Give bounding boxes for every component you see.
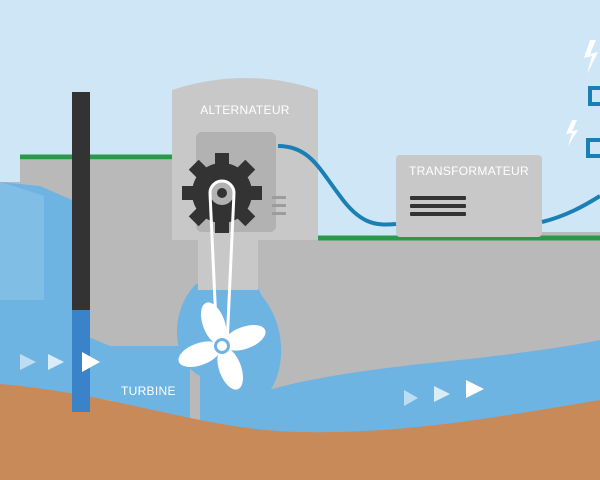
reservoir-light <box>0 182 44 300</box>
cable-alternator-transformer <box>277 144 397 227</box>
cable-transformer-pylon <box>541 194 600 224</box>
gear-icon <box>182 153 262 233</box>
shaft-housing <box>198 240 258 290</box>
alternator-label: ALTERNATEUR <box>200 103 290 117</box>
intake-gate-water-section <box>72 310 90 412</box>
propeller-icon <box>178 302 266 390</box>
transformer-label: TRANSFORMATEUR <box>409 164 529 178</box>
lightning-icon <box>566 40 598 146</box>
flow-arrow-icon <box>20 352 484 406</box>
ground <box>0 384 600 480</box>
transformer-vent-icon <box>410 196 466 216</box>
reservoir-water <box>0 182 72 410</box>
pylon-icon <box>586 86 600 158</box>
turbine-label: TURBINE <box>121 384 176 398</box>
penstock-water <box>72 330 190 420</box>
transformer-building <box>396 155 542 237</box>
